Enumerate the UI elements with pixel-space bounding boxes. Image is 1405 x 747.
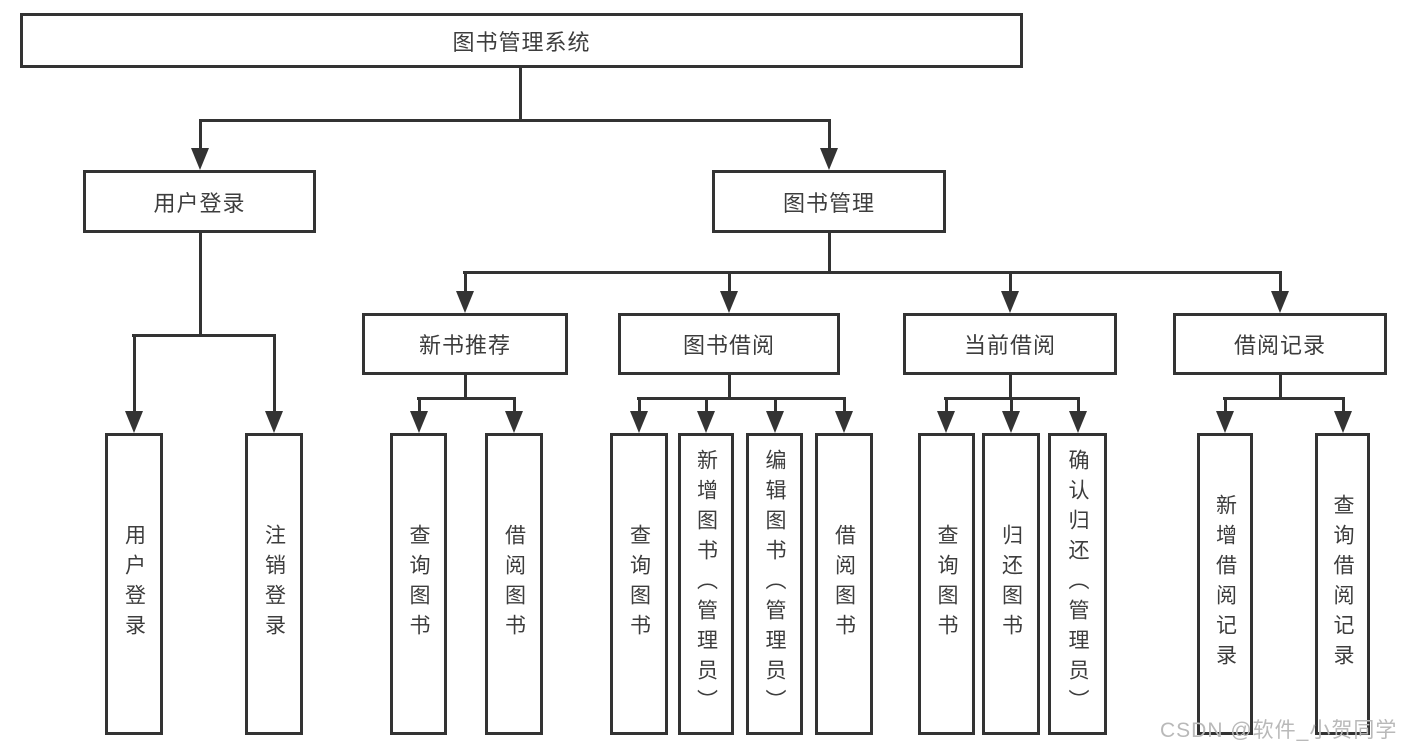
arrow-down-icon (1216, 411, 1234, 433)
arrow-down-icon (820, 148, 838, 170)
arrow-down-icon (1271, 291, 1289, 313)
node-label: 图书借阅 (682, 333, 775, 358)
connector-line (463, 270, 1282, 274)
connector-line (463, 375, 467, 400)
connector-line (1341, 398, 1345, 415)
leaf-add-books-admin: 新增图书（管理员） (678, 433, 734, 735)
connector-line (1278, 272, 1282, 295)
arrow-down-icon (697, 411, 715, 433)
arrow-down-icon (125, 411, 143, 433)
node-label: 查询图书 (407, 524, 430, 644)
arrow-down-icon (505, 411, 523, 433)
leaf-borrow-books: 借阅图书 (815, 433, 873, 735)
node-label: 归还图书 (999, 524, 1023, 644)
connector-line (518, 68, 522, 122)
node-label: 编辑图书（管理员） (763, 449, 786, 719)
connector-line (842, 398, 846, 415)
leaf-query-books-recommend: 查询图书 (390, 433, 447, 735)
leaf-add-borrow-record: 新增借阅记录 (1197, 433, 1253, 735)
leaf-query-borrow-record: 查询借阅记录 (1315, 433, 1370, 735)
connector-line (1278, 375, 1282, 400)
connector-line (199, 118, 831, 122)
arrow-down-icon (1002, 411, 1020, 433)
arrow-down-icon (191, 148, 209, 170)
node-label: 新增借阅记录 (1213, 494, 1237, 674)
arrow-down-icon (410, 411, 428, 433)
connector-line (198, 120, 202, 152)
node-new-book-recommend: 新书推荐 (362, 313, 568, 375)
node-current-borrowing: 当前借阅 (903, 313, 1117, 375)
leaf-query-books-borrowing: 查询图书 (610, 433, 668, 735)
connector-line (272, 335, 276, 415)
node-label: 注销登录 (262, 524, 286, 644)
leaf-confirm-return-admin: 确认归还（管理员） (1048, 433, 1107, 735)
node-label: 图书管理系统 (452, 29, 591, 55)
node-book-borrowing: 图书借阅 (618, 313, 840, 375)
node-label: 图书管理 (782, 190, 875, 216)
connector-line (1076, 398, 1080, 415)
node-label: 用户登录 (153, 190, 246, 216)
leaf-user-login: 用户登录 (105, 433, 163, 735)
connector-line (417, 398, 421, 415)
connector-line (773, 398, 777, 415)
node-user-login: 用户登录 (83, 170, 316, 233)
connector-line (944, 398, 948, 415)
connector-line (463, 272, 467, 295)
node-label: 新书推荐 (418, 333, 511, 358)
connector-line (727, 272, 731, 295)
arrow-down-icon (1069, 411, 1087, 433)
connector-line (512, 398, 516, 415)
arrow-down-icon (630, 411, 648, 433)
node-label: 查询图书 (627, 524, 651, 644)
node-label: 确认归还（管理员） (1066, 449, 1089, 719)
node-label: 借阅图书 (502, 524, 526, 644)
arrow-down-icon (1334, 411, 1352, 433)
node-label: 当前借阅 (963, 333, 1056, 358)
connector-line (132, 333, 276, 337)
connector-line (1223, 396, 1345, 400)
connector-line (1008, 272, 1012, 295)
connector-line (827, 120, 831, 152)
arrow-down-icon (265, 411, 283, 433)
connector-line (417, 396, 516, 400)
leaf-logout: 注销登录 (245, 433, 303, 735)
node-label: 借阅图书 (832, 524, 856, 644)
node-label: 查询图书 (935, 524, 958, 644)
arrow-down-icon (456, 291, 474, 313)
connector-line (132, 335, 136, 415)
node-label: 查询借阅记录 (1331, 494, 1354, 674)
connector-line (1223, 398, 1227, 415)
node-book-management: 图书管理 (712, 170, 946, 233)
leaf-edit-books-admin: 编辑图书（管理员） (746, 433, 803, 735)
arrow-down-icon (766, 411, 784, 433)
leaf-query-books-current: 查询图书 (918, 433, 975, 735)
node-label: 用户登录 (122, 524, 146, 644)
connector-line (1008, 375, 1012, 400)
arrow-down-icon (835, 411, 853, 433)
arrow-down-icon (937, 411, 955, 433)
node-library-management-system: 图书管理系统 (20, 13, 1023, 68)
arrow-down-icon (720, 291, 738, 313)
csdn-watermark: CSDN @软件_小贺同学 (1160, 719, 1398, 742)
connector-line (827, 233, 831, 274)
connector-line (198, 233, 202, 337)
leaf-return-books: 归还图书 (982, 433, 1040, 735)
connector-line (637, 396, 846, 400)
arrow-down-icon (1001, 291, 1019, 313)
node-label: 新增图书（管理员） (694, 449, 718, 719)
connector-line (704, 398, 708, 415)
connector-line (637, 398, 641, 415)
node-borrow-records: 借阅记录 (1173, 313, 1387, 375)
leaf-borrow-books-recommend: 借阅图书 (485, 433, 543, 735)
node-label: 借阅记录 (1233, 333, 1326, 358)
connector-line (1009, 398, 1013, 415)
connector-line (727, 375, 731, 400)
